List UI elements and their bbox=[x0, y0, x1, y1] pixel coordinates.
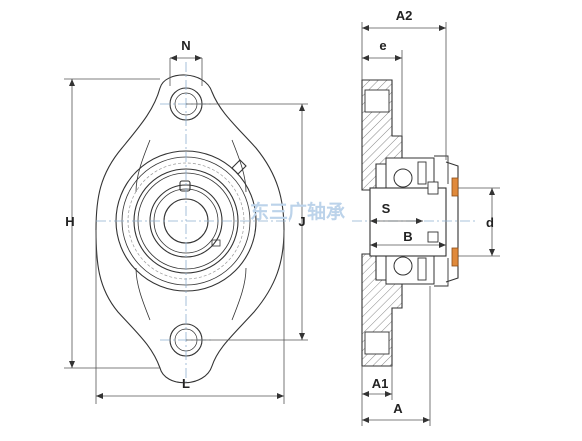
dim-label-A1: A1 bbox=[372, 376, 389, 391]
dim-label-L: L bbox=[182, 376, 190, 391]
front-view bbox=[95, 74, 285, 384]
flange-shoulder bbox=[135, 139, 247, 321]
ball-top bbox=[393, 168, 413, 188]
dim-label-d: d bbox=[486, 215, 494, 230]
inner-ring bbox=[369, 187, 447, 257]
dim-label-S: S bbox=[382, 201, 391, 216]
dim-label-B: B bbox=[403, 229, 412, 244]
seal-bottom bbox=[451, 247, 459, 267]
dim-label-N: N bbox=[181, 38, 190, 53]
seal-top bbox=[451, 177, 459, 197]
dim-label-H: H bbox=[65, 214, 74, 229]
set-screw bbox=[179, 180, 191, 192]
side-dimensions bbox=[361, 22, 500, 426]
dim-label-e: e bbox=[379, 38, 386, 53]
end-cover bbox=[445, 161, 459, 283]
flange-outline bbox=[95, 74, 285, 384]
dim-label-J: J bbox=[298, 214, 305, 229]
watermark: 东三广轴承 bbox=[250, 200, 345, 223]
front-dimensions bbox=[64, 55, 308, 404]
dim-label-A: A bbox=[393, 401, 403, 416]
side-view bbox=[361, 79, 459, 367]
ball-bottom bbox=[393, 256, 413, 276]
grease-nipple bbox=[231, 159, 247, 175]
dim-label-A2: A2 bbox=[396, 8, 413, 23]
